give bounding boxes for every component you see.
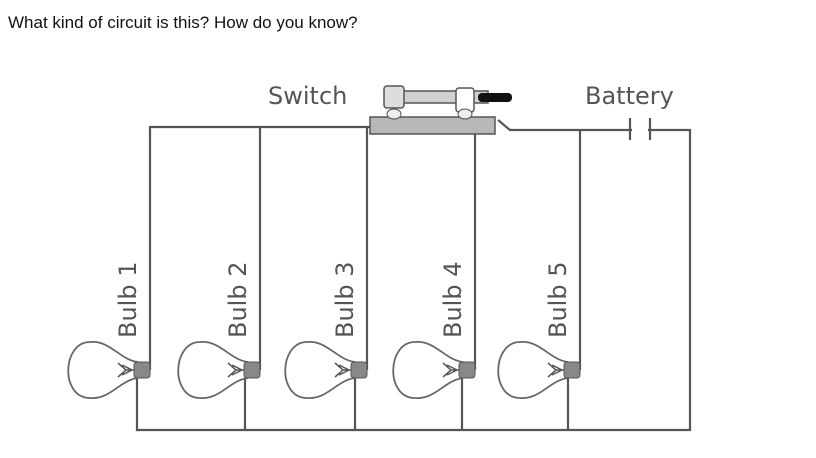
switch-label: Switch: [268, 82, 347, 110]
bulb-label: Bulb 4: [439, 262, 467, 338]
bulb-3: Bulb 3: [284, 262, 368, 399]
bulb-label: Bulb 5: [544, 262, 572, 338]
battery: [628, 118, 652, 140]
bulb-label: Bulb 2: [224, 262, 252, 338]
wires: [135, 119, 692, 432]
bulb-label: Bulb 3: [331, 262, 359, 338]
bulb-5: Bulb 5: [497, 262, 581, 399]
bulb-4: Bulb 4: [392, 262, 476, 399]
bulb-label: Bulb 1: [114, 262, 142, 338]
question-text: What kind of circuit is this? How do you…: [8, 13, 358, 32]
battery-label: Battery: [585, 82, 674, 110]
bulb-1: Bulb 1: [67, 262, 151, 399]
bulb-2: Bulb 2: [177, 262, 261, 399]
switch: [369, 85, 512, 135]
